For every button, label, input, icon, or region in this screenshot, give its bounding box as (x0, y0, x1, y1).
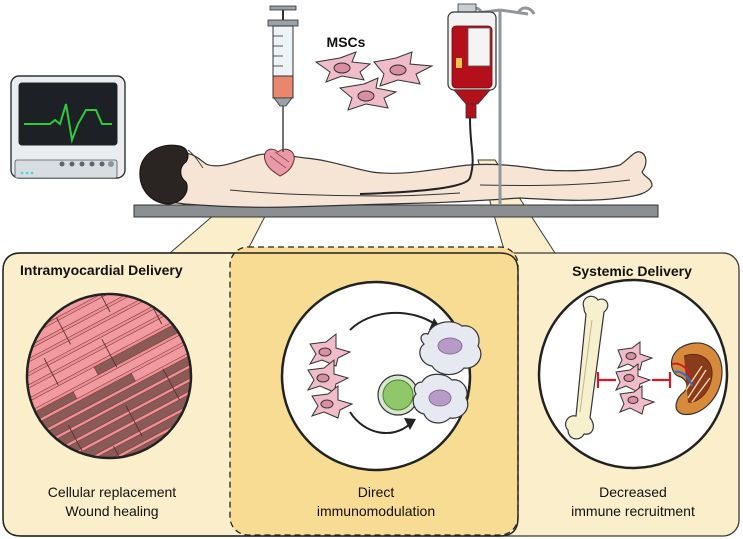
systemic-title: Systemic Delivery (572, 263, 692, 279)
bed (133, 204, 659, 218)
iv-bag-icon (359, 3, 497, 195)
intramyocardial-frame (2, 252, 519, 537)
arrow-head-icon (404, 418, 416, 430)
inhibit-right (652, 372, 672, 388)
right-caption-line1: Decreased (599, 484, 667, 500)
left-caption-line1: Cellular replacement (48, 484, 177, 500)
heart-icon (263, 148, 295, 177)
patient (139, 144, 653, 208)
intramyocardial-title: Intramyocardial Delivery (20, 262, 183, 278)
bone-icon (564, 295, 609, 440)
macrophage-icon (412, 321, 482, 424)
systemic-circle (537, 278, 729, 470)
spleen-icon (670, 342, 723, 416)
immunomodulation-circle (280, 280, 482, 472)
right-caption-line2: immune recruitment (571, 503, 695, 519)
monitor-icon (10, 75, 126, 179)
mscs-label: MSCs (327, 34, 366, 50)
lymphocyte-icon (377, 374, 419, 416)
syringe-icon (267, 5, 299, 152)
middle-caption-line1: Direct (358, 484, 395, 500)
inhibit-left (596, 372, 616, 388)
msc-cells (314, 51, 434, 111)
left-caption-line2: Wound healing (65, 503, 158, 519)
middle-caption-line2: immunomodulation (317, 503, 435, 519)
